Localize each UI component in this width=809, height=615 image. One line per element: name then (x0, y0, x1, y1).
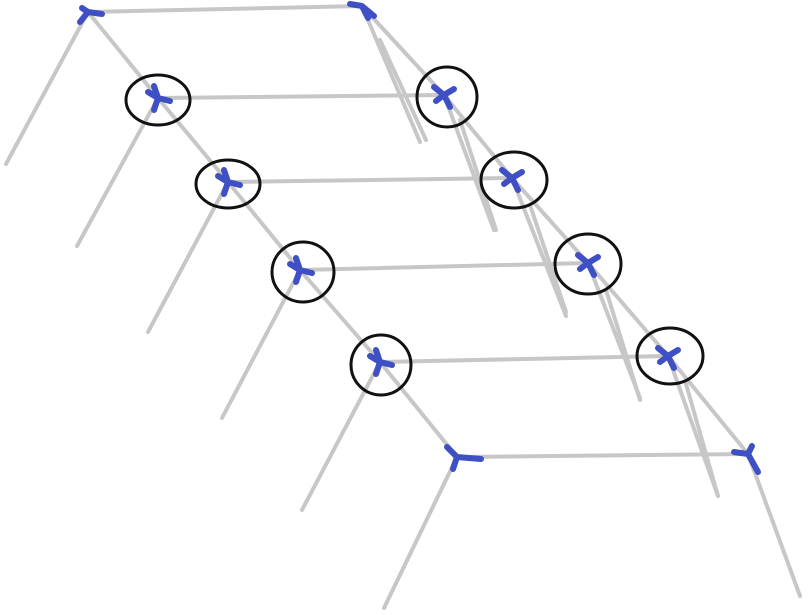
rung-edge-6 (455, 452, 750, 459)
right-node-5-junction-icon (655, 345, 681, 371)
node-layer (77, 1, 761, 475)
right-rail-edge-3 (510, 176, 590, 265)
left-leg-edge-2 (75, 96, 160, 248)
edge-layer (4, 4, 802, 610)
left-leg-edge-3 (146, 180, 230, 334)
left-leg-edge-4 (220, 268, 302, 420)
left-highlight-ring-2 (194, 158, 262, 210)
left-leg-edge-1 (4, 10, 90, 166)
right-node-4-junction-icon (575, 252, 601, 278)
right-rail-edge-1 (360, 4, 446, 97)
left-node-3-junction-icon (215, 167, 243, 197)
rung-edge-3 (226, 176, 514, 184)
left-rail-edge-4 (298, 268, 382, 364)
right-rail-edge-5 (666, 354, 750, 456)
rung-edge-4 (298, 261, 590, 272)
right-leg-edge-3 (510, 176, 568, 318)
left-node-1-junction-icon (77, 5, 105, 25)
right-branch-edge-5 (684, 382, 720, 498)
right-highlight-ring-4 (635, 326, 705, 386)
left-node-2-junction-icon (145, 83, 173, 113)
right-highlight-ring-3 (553, 232, 623, 296)
right-leg-edge-6 (746, 452, 802, 598)
rung-edge-1 (86, 4, 364, 14)
left-node-5-junction-icon (367, 347, 395, 377)
left-rail-edge-3 (226, 180, 302, 272)
highlight-ring-layer (124, 65, 705, 397)
left-rail-edge-2 (156, 96, 230, 184)
right-rail-edge-2 (442, 93, 514, 180)
left-leg-edge-5 (300, 360, 382, 512)
right-branch-edge-2 (458, 118, 498, 232)
right-leg-edge-2 (442, 93, 496, 232)
right-node-2-junction-icon (431, 84, 457, 110)
right-node-6-junction-icon (731, 443, 761, 475)
left-highlight-ring-4 (349, 333, 413, 397)
left-rail-edge-5 (378, 360, 459, 459)
right-branch-edge-3 (528, 203, 568, 314)
right-highlight-ring-1 (415, 65, 479, 129)
right-node-1-junction-icon (347, 1, 377, 21)
right-rail-edge-4 (586, 261, 670, 358)
left-highlight-ring-1 (124, 73, 192, 127)
rung-edge-2 (156, 93, 446, 100)
right-branch-edge-4 (604, 288, 642, 402)
rung-edge-5 (378, 354, 670, 364)
right-node-3-junction-icon (499, 167, 525, 193)
left-node-4-junction-icon (287, 255, 315, 285)
left-leg-edge-6 (382, 455, 459, 610)
right-branch-edge-1 (378, 38, 428, 142)
right-highlight-ring-2 (479, 150, 549, 210)
right-leg-edge-1 (360, 4, 422, 144)
left-rail-edge-1 (86, 10, 160, 100)
left-highlight-ring-3 (270, 240, 336, 304)
left-node-6-junction-icon (444, 444, 484, 472)
